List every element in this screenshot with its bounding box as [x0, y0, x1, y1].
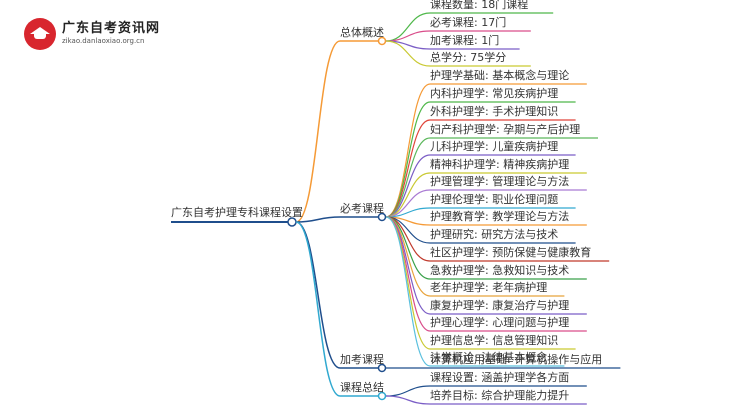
- leaf-connector: [385, 119, 431, 218]
- site-name: 广东自考资讯网: [62, 21, 161, 36]
- leaf-label: 妇产科护理学: 孕期与产后护理: [430, 123, 581, 136]
- leaf-connector: [385, 12, 431, 42]
- leaf-connector: [385, 216, 431, 350]
- leaf-label: 护理信息学: 信息管理知识: [430, 334, 559, 347]
- leaf-label: 法学概论: 法律基本概念: [430, 351, 548, 364]
- leaf-label: 社区护理学: 预防保健与健康教育: [430, 246, 592, 259]
- branch-node-circle: [377, 212, 387, 222]
- branch-connector: [295, 40, 341, 223]
- leaf-connector: [385, 385, 431, 397]
- leaf-connector: [385, 216, 431, 367]
- branch-connector: [295, 221, 341, 397]
- leaf-connector: [385, 40, 431, 67]
- site-url: zikao.danlaoxiao.org.cn: [62, 37, 145, 46]
- leaf-label: 内科护理学: 常见疾病护理: [430, 87, 559, 100]
- leaf-label: 老年护理学: 老年病护理: [430, 281, 548, 294]
- leaf-connector: [385, 83, 431, 218]
- branch-label: 必考课程: [340, 202, 384, 215]
- leaf-label: 课程数量: 18门课程: [430, 0, 529, 11]
- branch-connector: [295, 216, 341, 223]
- branch-node-circle: [377, 391, 387, 401]
- leaf-label: 计算机应用基础: 计算机操作与应用: [430, 353, 603, 366]
- leaf-label: 必考课程: 17门: [430, 16, 507, 29]
- leaf-label: 课程设置: 涵盖护理学各方面: [430, 371, 570, 384]
- leaf-label: 护理学基础: 基本概念与理论: [430, 69, 570, 82]
- leaf-label: 培养目标: 综合护理能力提升: [430, 389, 570, 402]
- leaf-label: 护理教育学: 教学理论与方法: [430, 210, 570, 223]
- leaf-connector: [385, 395, 431, 405]
- branch-label: 课程总结: [340, 381, 384, 394]
- leaf-label: 护理伦理学: 职业伦理问题: [430, 193, 559, 206]
- root-topic: 广东自考护理专科课程设置: [171, 206, 303, 219]
- leaf-label: 急救护理学: 急救知识与技术: [430, 264, 570, 277]
- branch-node-circle: [377, 36, 387, 46]
- leaf-label: 护理管理学: 管理理论与方法: [430, 175, 570, 188]
- leaf-connector: [385, 137, 431, 218]
- leaf-label: 外科护理学: 手术护理知识: [430, 105, 559, 118]
- leaf-label: 护理研究: 研究方法与技术: [430, 228, 559, 241]
- leaf-label: 加考课程: 1门: [430, 34, 500, 47]
- site-logo: 广东自考资讯网 zikao.danlaoxiao.org.cn: [24, 18, 160, 50]
- branch-label: 总体概述: [340, 26, 384, 39]
- graduation-cap-icon: [24, 18, 56, 50]
- leaf-connector: [385, 216, 431, 315]
- branch-label: 加考课程: [340, 353, 384, 366]
- leaf-label: 康复护理学: 康复治疗与护理: [430, 299, 570, 312]
- leaf-connector: [385, 216, 431, 332]
- leaf-connector: [385, 216, 431, 280]
- leaf-connector: [385, 101, 431, 218]
- leaf-label: 儿科护理学: 儿童疾病护理: [430, 140, 559, 153]
- branch-connector: [295, 221, 341, 369]
- leaf-label: 总学分: 75学分: [430, 51, 507, 64]
- branch-node-circle: [377, 363, 387, 373]
- leaf-connector: [385, 154, 431, 218]
- leaf-label: 精神科护理学: 精神疾病护理: [430, 158, 570, 171]
- leaf-label: 护理心理学: 心理问题与护理: [430, 316, 570, 329]
